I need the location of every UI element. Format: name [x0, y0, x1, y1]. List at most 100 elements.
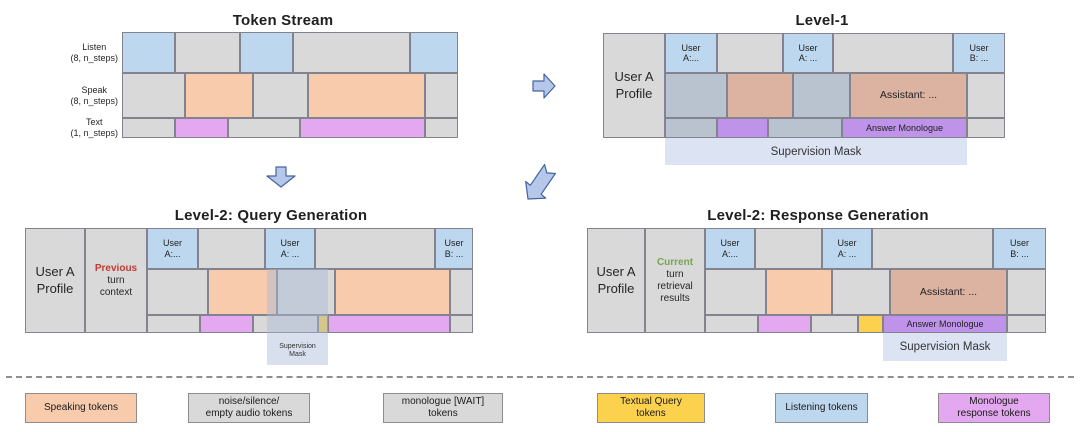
token-cell-label: User A:... [720, 238, 740, 259]
legend-listening-tokens: Listening tokens [775, 393, 868, 423]
token-cell-noise [705, 269, 766, 315]
legend-label: noise/silence/ empty audio tokens [205, 396, 293, 419]
token-cell-speak [766, 269, 832, 315]
user-a-profile-label: User A Profile [596, 264, 636, 296]
token-cell-noise [833, 33, 953, 73]
supervision-mask-band: Supervision Mask [883, 333, 1007, 361]
token-cell-label: User B: ... [444, 238, 464, 259]
token-cell-label: Assistant: ... [919, 285, 978, 298]
token-stream-panel [122, 32, 458, 138]
supervision-mask-overlay: Supervision Mask [267, 269, 328, 365]
token-cell-m_noise [793, 73, 850, 118]
token-cell-label: User A: ... [280, 238, 300, 259]
token-cell-listen: User B: ... [953, 33, 1005, 73]
previous-rest: turn context [99, 274, 133, 298]
token-cell-noise [253, 73, 308, 118]
user-a-profile-label: User A Profile [35, 264, 75, 296]
token-cell-speak [208, 269, 277, 315]
token-cell-listen: User B: ... [993, 228, 1046, 269]
token-cell-label: Assistant: ... [879, 89, 938, 102]
token-cell-label: Answer Monologue [865, 122, 944, 133]
row-label-speak: Speak (8, n_steps) [70, 84, 118, 106]
token-cell-listen: User A: ... [265, 228, 315, 269]
response-generation-title: Level-2: Response Generation [707, 207, 929, 224]
user-a-profile-label: User A Profile [614, 69, 654, 101]
token-cell-noise [122, 118, 175, 138]
legend-monologue-response-tokens: Monologue response tokens [938, 393, 1050, 423]
token-cell-noise [425, 73, 458, 118]
token-cell-m_speak: Assistant: ... [890, 269, 1007, 315]
token-cell-noise [147, 269, 208, 315]
down-left-arrow-icon [525, 163, 557, 200]
level1-title: Level-1 [795, 12, 849, 29]
legend-label: Speaking tokens [44, 402, 118, 413]
down-arrow-icon [266, 166, 296, 188]
right-arrow-icon [532, 73, 556, 99]
token-cell-m_noise [768, 118, 842, 138]
supervision-mask-band: Supervision Mask [665, 138, 967, 165]
token-cell-listen: User B: ... [435, 228, 473, 269]
token-cell-speak [308, 73, 425, 118]
token-cell-noise [967, 118, 1005, 138]
token-cell-label: Answer Monologue [906, 318, 984, 329]
legend-monologue-wait-tokens: monologue [WAIT] tokens [383, 393, 503, 423]
token-cell-noise [811, 315, 858, 333]
token-cell-label: User B: ... [969, 42, 989, 63]
token-cell-m_mono: Answer Monologue [883, 315, 1007, 333]
legend-label: Listening tokens [785, 402, 858, 413]
token-cell-label: User A: ... [837, 238, 857, 259]
token-cell-noise [122, 73, 185, 118]
token-cell-listen: User A: ... [783, 33, 833, 73]
legend-label: monologue [WAIT] tokens [401, 396, 485, 419]
legend-separator-line [6, 376, 1074, 378]
previous-highlight: Previous [94, 262, 138, 274]
token-cell-noise [832, 269, 890, 315]
token-cell-listen [410, 32, 458, 73]
legend-speaking-tokens: Speaking tokens [25, 393, 137, 423]
query-generation-title: Level-2: Query Generation [174, 207, 368, 224]
user-a-profile-cell: User A Profile [603, 33, 665, 138]
token-cell-noise [293, 32, 410, 73]
level1-panel: User A Profile Supervision Mask User A:.… [603, 33, 1005, 165]
token-cell-m_speak [727, 73, 793, 118]
row-label-listen: Listen (8, n_steps) [70, 41, 118, 63]
token-cell-listen: User A:... [665, 33, 717, 73]
token-cell-label: User A:... [162, 238, 182, 259]
token-cell-query [858, 315, 883, 333]
token-cell-noise [277, 269, 335, 315]
token-cell-m_mono [717, 118, 768, 138]
token-cell-noise [967, 73, 1005, 118]
token-cell-listen [240, 32, 293, 73]
token-cell-noise [147, 315, 200, 333]
token-cell-listen [122, 32, 175, 73]
token-cell-mono [175, 118, 228, 138]
token-cell-noise [175, 32, 240, 73]
token-cell-noise [1007, 269, 1046, 315]
supervision-mask-label: Supervision Mask [770, 145, 862, 158]
user-a-profile-cell: User A Profile [587, 228, 645, 333]
token-cell-speak [335, 269, 450, 315]
token-cell-query [318, 315, 328, 333]
token-cell-listen: User A:... [147, 228, 198, 269]
token-cell-noise [717, 33, 783, 73]
token-cell-speak [185, 73, 253, 118]
token-cell-mono [758, 315, 811, 333]
user-a-profile-cell: User A Profile [25, 228, 85, 333]
legend-label: Textual Query tokens [620, 396, 682, 419]
token-cell-noise [450, 269, 473, 315]
token-cell-label: User B: ... [1009, 238, 1029, 259]
legend-label: Monologue response tokens [957, 396, 1031, 419]
token-cell-noise [253, 315, 318, 333]
token-cell-m_noise [665, 118, 717, 138]
current-rest: turn retrieval results [657, 268, 693, 304]
token-cell-noise [450, 315, 473, 333]
token-cell-noise [315, 228, 435, 269]
token-stream-title: Token Stream [232, 12, 334, 29]
